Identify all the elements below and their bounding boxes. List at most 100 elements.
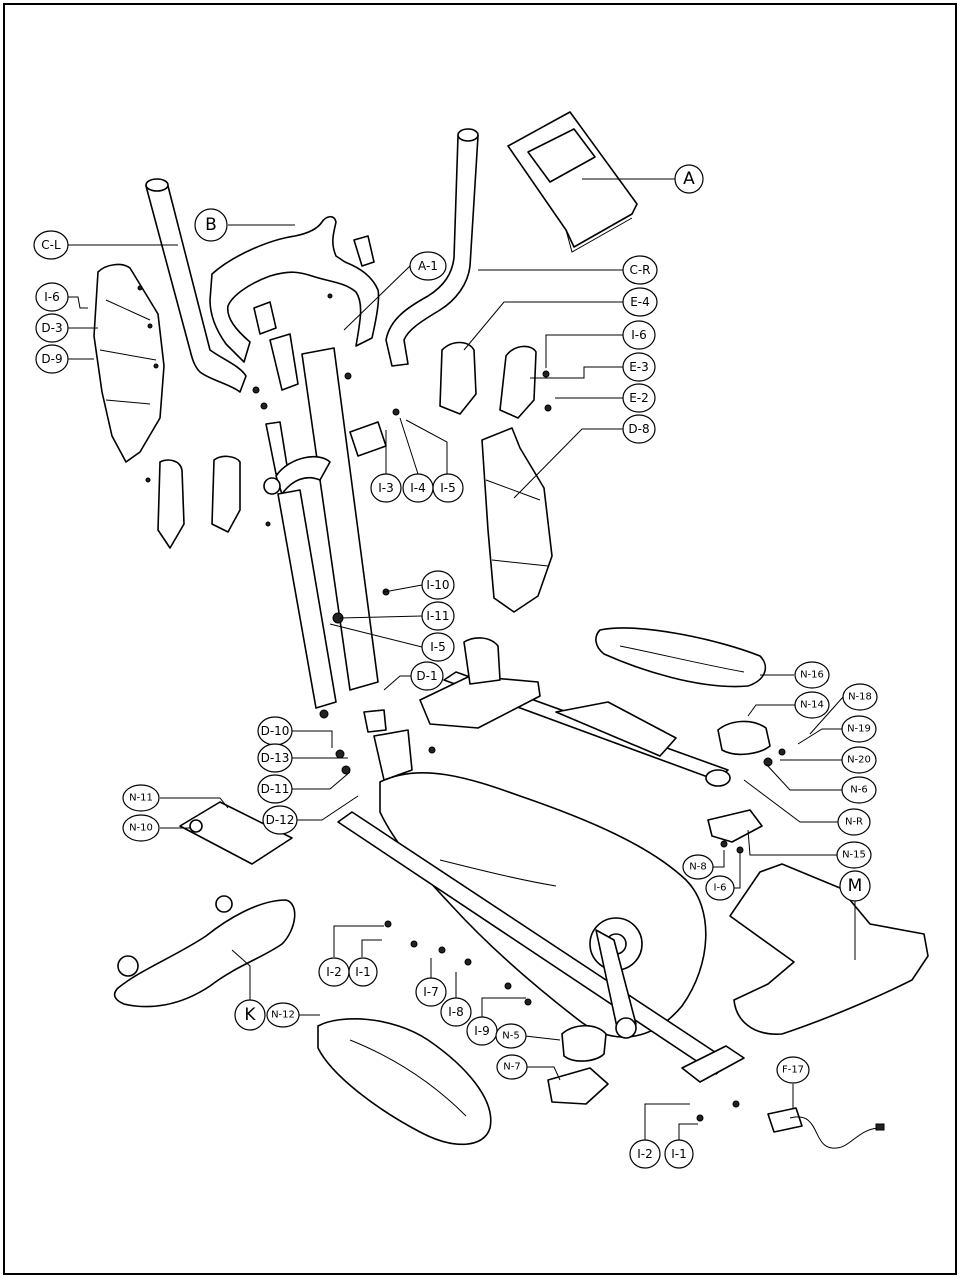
callout-i-5-top: I-5 (432, 473, 464, 503)
callout-i-4: I-4 (402, 473, 434, 503)
callout-e-2: E-2 (622, 383, 656, 413)
svg-text:I-10: I-10 (426, 578, 449, 592)
callout-d-13: D-13 (257, 743, 293, 773)
callout-b: B (194, 208, 228, 242)
pedal-n-16 (595, 627, 767, 688)
callout-n-r: N-R (837, 808, 871, 836)
callout-f-17: F-17 (776, 1056, 810, 1084)
svg-text:I-8: I-8 (448, 1005, 464, 1019)
svg-text:N-11: N-11 (129, 793, 153, 804)
svg-text:N-8: N-8 (689, 862, 706, 873)
svg-text:D-9: D-9 (41, 352, 62, 366)
callout-n-8: N-8 (682, 854, 714, 880)
callout-n-10: N-10 (122, 814, 160, 842)
svg-text:E-2: E-2 (629, 391, 649, 405)
pedal-k (113, 895, 296, 1008)
svg-text:I-1: I-1 (355, 965, 371, 979)
svg-text:I-3: I-3 (378, 481, 394, 495)
callout-m: M (839, 870, 871, 902)
svg-text:D-12: D-12 (266, 813, 295, 827)
callout-i-11: I-11 (421, 601, 455, 631)
callout-c-l: C-L (33, 230, 69, 260)
svg-text:C-R: C-R (629, 263, 650, 277)
svg-text:N-20: N-20 (847, 755, 871, 766)
pedal-arm-bracket-left (179, 801, 293, 865)
callout-n-14: N-14 (794, 691, 830, 719)
svg-text:N-12: N-12 (271, 1010, 295, 1021)
svg-text:I-5: I-5 (440, 481, 456, 495)
svg-text:I-1: I-1 (671, 1147, 687, 1161)
callout-i-6-base: I-6 (705, 875, 735, 901)
svg-text:D-11: D-11 (261, 782, 290, 796)
rear-foot-m (729, 863, 929, 1035)
svg-text:I-2: I-2 (637, 1147, 653, 1161)
svg-text:N-16: N-16 (800, 670, 824, 681)
callout-d-1: D-1 (410, 661, 444, 691)
callout-n-11: N-11 (122, 784, 160, 812)
callout-i-2-left: I-2 (318, 957, 350, 987)
callout-i-6-left: I-6 (35, 282, 69, 312)
power-adapter-f-17 (767, 1107, 885, 1149)
callout-d-11: D-11 (257, 774, 293, 804)
svg-text:N-7: N-7 (503, 1062, 520, 1073)
svg-text:I-11: I-11 (426, 609, 449, 623)
svg-text:I-7: I-7 (423, 985, 439, 999)
callout-d-9: D-9 (35, 344, 69, 374)
svg-text:D-13: D-13 (261, 751, 290, 765)
callout-a-1: A-1 (409, 251, 447, 281)
pedal-n-12 (317, 1018, 492, 1146)
right-upright-shroud-d-8 (481, 427, 553, 613)
svg-text:I-4: I-4 (410, 481, 426, 495)
callout-i-9: I-9 (466, 1016, 498, 1046)
callout-i-7: I-7 (415, 977, 447, 1007)
svg-text:A-1: A-1 (418, 259, 438, 273)
svg-text:A: A (683, 169, 695, 189)
callout-n-20: N-20 (841, 746, 877, 774)
crank-arm (595, 929, 637, 1039)
svg-text:N-14: N-14 (800, 700, 824, 711)
svg-text:C-L: C-L (41, 238, 61, 252)
left-arm-c-l (145, 178, 247, 393)
callout-i-3: I-3 (370, 473, 402, 503)
callout-n-5: N-5 (495, 1023, 527, 1049)
callout-a: A (674, 164, 704, 194)
handlebar-b (209, 215, 380, 391)
svg-text:D-10: D-10 (261, 724, 290, 738)
callout-d-3: D-3 (35, 313, 69, 343)
callout-e-4: E-4 (622, 287, 658, 317)
svg-text:F-17: F-17 (782, 1065, 804, 1076)
end-caps (547, 720, 771, 1105)
svg-text:B: B (205, 215, 217, 235)
svg-text:N-15: N-15 (842, 850, 866, 861)
svg-text:N-10: N-10 (129, 823, 153, 834)
callout-n-19: N-19 (841, 715, 877, 743)
svg-text:N-R: N-R (845, 817, 863, 828)
svg-text:I-6: I-6 (44, 290, 60, 304)
callout-n-15: N-15 (836, 841, 872, 869)
svg-text:K: K (244, 1005, 256, 1025)
callout-i-2-right: I-2 (629, 1139, 661, 1169)
svg-text:E-4: E-4 (630, 295, 650, 309)
callout-n-18: N-18 (842, 683, 878, 711)
drawing-border (3, 3, 957, 1275)
callout-c-r: C-R (622, 255, 658, 285)
svg-text:N-18: N-18 (848, 692, 872, 703)
callout-d-12: D-12 (262, 805, 298, 835)
callout-n-7: N-7 (496, 1054, 528, 1080)
callout-i-1-left: I-1 (348, 957, 378, 987)
callout-i-5-mid: I-5 (421, 632, 455, 662)
left-joint-covers (157, 455, 241, 549)
svg-text:N-5: N-5 (502, 1031, 519, 1042)
svg-text:I-9: I-9 (474, 1024, 490, 1038)
svg-text:I-5: I-5 (430, 640, 446, 654)
callout-n-16: N-16 (794, 661, 830, 689)
right-joint-covers (439, 341, 537, 419)
callout-d-8: D-8 (622, 414, 656, 444)
callout-k: K (234, 999, 266, 1031)
svg-text:D-8: D-8 (628, 422, 649, 436)
callout-i-1-right: I-1 (664, 1139, 694, 1169)
callout-i-10: I-10 (421, 570, 455, 600)
pedal-arm-bracket-right (419, 637, 541, 729)
